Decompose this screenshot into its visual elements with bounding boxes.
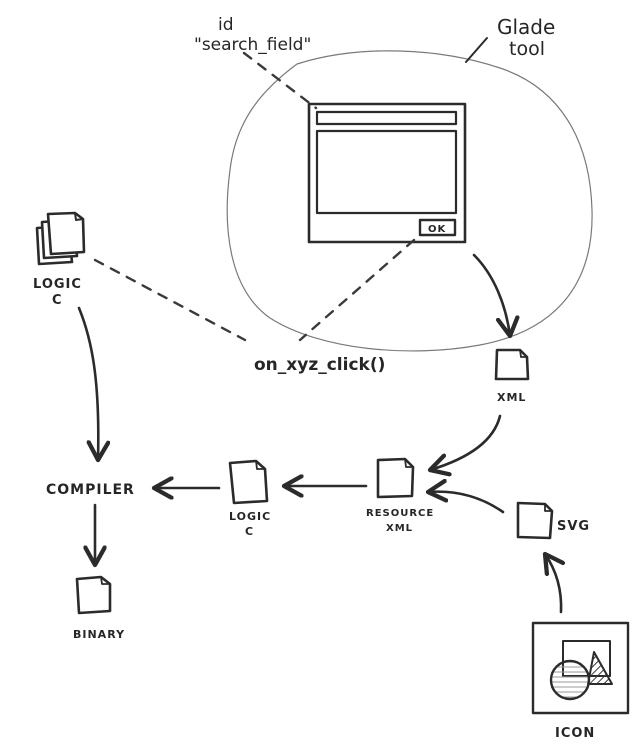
svg-label: SVG xyxy=(557,519,590,534)
callback-label: on_xyz_click() xyxy=(254,355,385,375)
mockup-ok-label: OK xyxy=(428,224,447,235)
mockup-search-field xyxy=(315,110,458,126)
logic-c-source-node: LOGIC C xyxy=(33,211,86,308)
logic-c-source-label-line2: C xyxy=(52,293,63,308)
mockup-ok-button xyxy=(418,218,457,237)
logic-c-generated-label-line2: C xyxy=(245,525,254,538)
logic-c-generated-node: LOGIC C xyxy=(228,459,271,538)
glade-tool-label-line1: Glade xyxy=(497,15,555,39)
resource-xml-label-line2: XML xyxy=(386,523,413,534)
arrow-glade-to-xml xyxy=(472,253,510,336)
glade-tool-pointer xyxy=(465,37,488,63)
mockup-content-area xyxy=(315,129,458,215)
binary-node: BINARY xyxy=(73,575,125,641)
logic-callback-dashed-link xyxy=(93,258,247,342)
resource-xml-document-icon xyxy=(376,457,415,499)
arrow-xml-to-resource xyxy=(430,414,502,470)
glade-tool-circle xyxy=(226,50,593,352)
icon-node: ICON xyxy=(531,621,630,741)
arrow-svg-to-resource xyxy=(428,492,505,514)
xml-node: XML xyxy=(494,348,530,404)
stacked-documents-icon xyxy=(35,211,86,266)
svg-node: SVG xyxy=(516,501,590,540)
arrow-icon-to-svg xyxy=(545,554,561,614)
glade-tool-label-line2: tool xyxy=(509,38,545,60)
resource-xml-label-line1: RESOURCE xyxy=(366,508,434,519)
shapes-icon xyxy=(549,640,613,701)
resource-xml-node: RESOURCE XML xyxy=(366,457,434,534)
mockup-window: OK xyxy=(307,102,467,244)
arrow-logic-to-compiler xyxy=(77,306,98,460)
icon-label: ICON xyxy=(555,726,595,741)
id-label-line2: "search_field" xyxy=(194,35,311,55)
xml-document-icon xyxy=(494,348,530,381)
svg-document-icon xyxy=(516,501,554,540)
ok-callback-dashed-link xyxy=(298,238,416,342)
binary-label: BINARY xyxy=(73,628,125,641)
xml-label: XML xyxy=(497,391,526,404)
logic-c-source-label-line1: LOGIC xyxy=(33,277,82,292)
compiler-label: COMPILER xyxy=(46,482,135,498)
logic-c-generated-document-icon xyxy=(228,459,269,505)
id-label-line1: id xyxy=(218,15,234,35)
search-field-dashed-link xyxy=(242,51,318,110)
logic-c-generated-label-line1: LOGIC xyxy=(229,510,271,523)
binary-document-icon xyxy=(75,575,112,615)
